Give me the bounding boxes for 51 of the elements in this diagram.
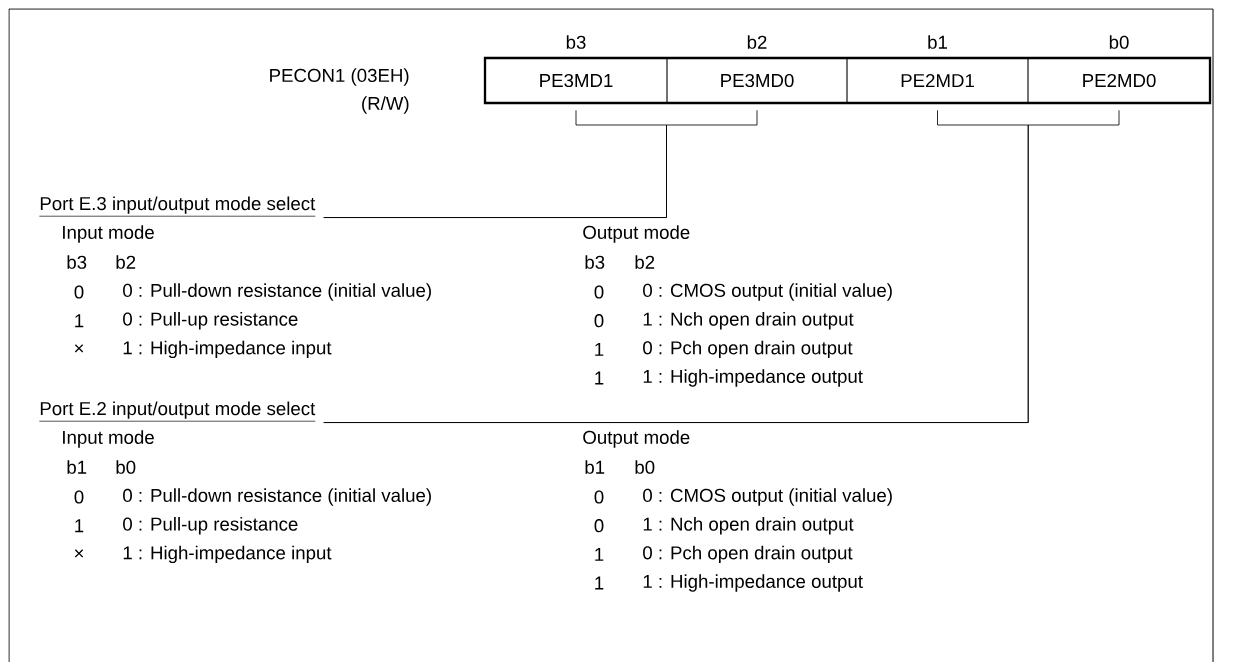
leader-line — [323, 109, 758, 218]
register-cell: PE2MD1 — [846, 57, 1029, 104]
setting-description: 1 : High-impedance output — [643, 574, 863, 592]
bit-value: 0 — [594, 314, 604, 328]
bit-value: 0 — [74, 285, 84, 299]
bit-label: b3 — [566, 35, 586, 49]
register-cell: PE2MD0 — [1027, 57, 1211, 104]
bit-value: 1 — [595, 576, 604, 590]
setting-description: 1 : Nch open drain output — [643, 312, 854, 330]
mode-heading: Output mode — [583, 225, 690, 243]
setting-description: 0 : Pull-up resistance — [123, 312, 298, 330]
bit-value: 1 — [75, 314, 84, 328]
bit-header: b2 — [635, 255, 655, 269]
bit-label: b2 — [747, 35, 767, 49]
bit-header: b2 — [116, 255, 136, 269]
setting-description: 0 : Pch open drain output — [643, 545, 853, 564]
register-name: PECON1 (03EH) — [270, 68, 409, 86]
bit-value: 0 — [74, 490, 84, 504]
bit-header: b3 — [585, 255, 605, 269]
bit-value: 1 — [595, 343, 604, 356]
setting-description: 0 : Pch open drain output — [643, 340, 853, 359]
setting-description: 1 : Nch open drain output — [643, 517, 854, 535]
bit-value: 0 — [594, 285, 604, 299]
setting-description: 0 : CMOS output (initial value) — [643, 283, 892, 301]
setting-description: 0 : Pull-up resistance — [123, 517, 298, 535]
section-heading: Port E.3 input/output mode select — [39, 196, 316, 217]
setting-description: 1 : High-impedance input — [123, 545, 332, 564]
bit-value: 1 — [595, 371, 604, 385]
register-cell: PE3MD1 — [484, 57, 668, 104]
bit-label: b0 — [1109, 35, 1129, 49]
register-cell: PE3MD0 — [666, 57, 848, 104]
bit-label: b1 — [928, 35, 947, 49]
bit-value: 0 — [594, 490, 604, 504]
bit-value: 1 — [595, 548, 604, 561]
bit-header: b0 — [635, 460, 655, 474]
setting-description: 1 : High-impedance output — [643, 369, 863, 387]
bit-header: b3 — [67, 255, 87, 269]
bit-value: 1 — [75, 519, 84, 533]
bit-header: b0 — [116, 460, 136, 474]
setting-description: 0 : CMOS output (initial value) — [643, 488, 892, 506]
setting-description: 0 : Pull-down resistance (initial value) — [123, 283, 431, 301]
bit-value: × — [74, 344, 84, 353]
bit-value: × — [74, 549, 84, 558]
access-label: (R/W) — [362, 96, 409, 114]
section-heading: Port E.2 input/output mode select — [39, 401, 316, 422]
setting-description: 0 : Pull-down resistance (initial value) — [123, 488, 431, 506]
setting-description: 1 : High-impedance input — [123, 340, 332, 359]
mode-heading: Output mode — [583, 430, 690, 448]
bit-header: b1 — [585, 460, 605, 474]
bit-header: b1 — [67, 460, 87, 474]
bit-value: 0 — [594, 519, 604, 533]
